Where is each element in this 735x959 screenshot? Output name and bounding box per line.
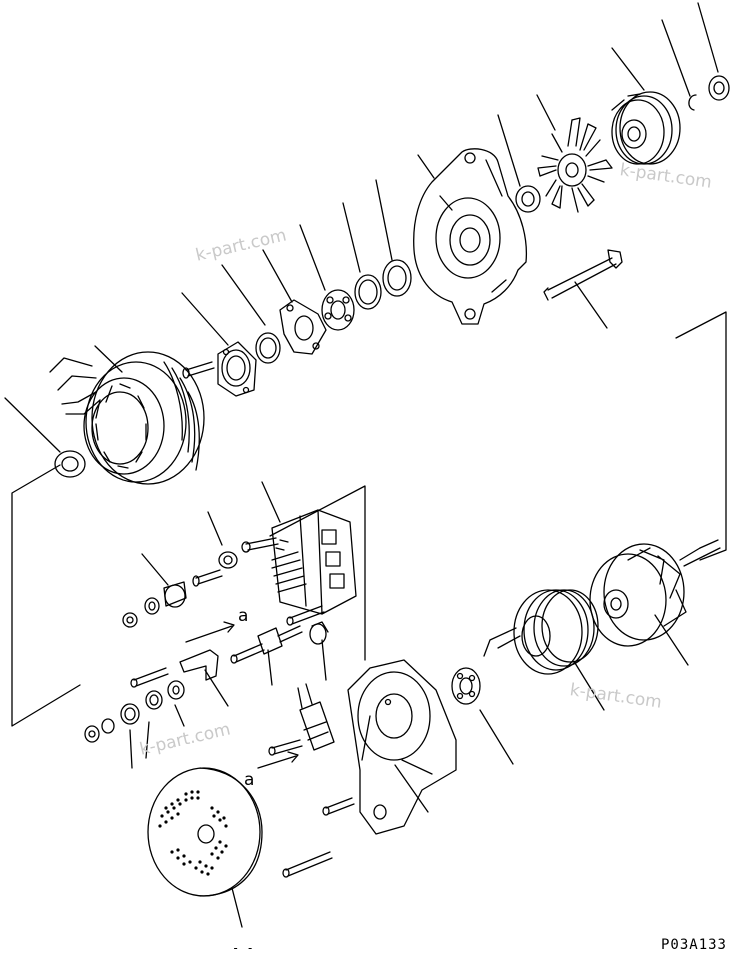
rear-bearing [54, 450, 86, 478]
screw-bolts [192, 537, 325, 626]
oil-seal [255, 332, 281, 364]
felt-seal [354, 274, 382, 310]
mounting-bolts [268, 739, 355, 878]
field-coil [483, 589, 599, 675]
leader-lines [4, 2, 719, 928]
retainer-screw [182, 361, 215, 379]
terminal-bolt [230, 625, 303, 664]
rear-cover [147, 767, 263, 897]
group-brackets [11, 311, 727, 727]
rear-cover-vents [158, 790, 228, 876]
reference-label-a-lower: a [244, 770, 255, 790]
cooling-fan [537, 117, 613, 213]
reference-arrows [185, 621, 299, 769]
rotor [589, 539, 721, 647]
nuts-washers [84, 680, 185, 743]
brush-holder [297, 683, 335, 751]
reference-label-a-upper: a [238, 606, 249, 626]
pulley [611, 91, 681, 165]
retainer-ring [382, 259, 412, 297]
rectifier [271, 509, 357, 615]
front-housing [413, 148, 528, 325]
front-bearing [321, 289, 355, 331]
rear-bearing-lower [451, 667, 481, 705]
spacer-collar [515, 185, 541, 213]
nut [708, 75, 730, 101]
bearing-retainer [217, 341, 257, 397]
condenser [309, 621, 329, 645]
diagram-code: P03A133 [660, 937, 727, 953]
rear-housing [347, 659, 457, 835]
stray-mark: - - [232, 941, 254, 955]
connecting-strap [130, 649, 219, 688]
through-bolt [543, 249, 623, 301]
bearing-cover-plate [279, 299, 327, 355]
stator [49, 351, 205, 485]
lock-washer [688, 94, 697, 111]
insulator-bushing [122, 581, 187, 628]
